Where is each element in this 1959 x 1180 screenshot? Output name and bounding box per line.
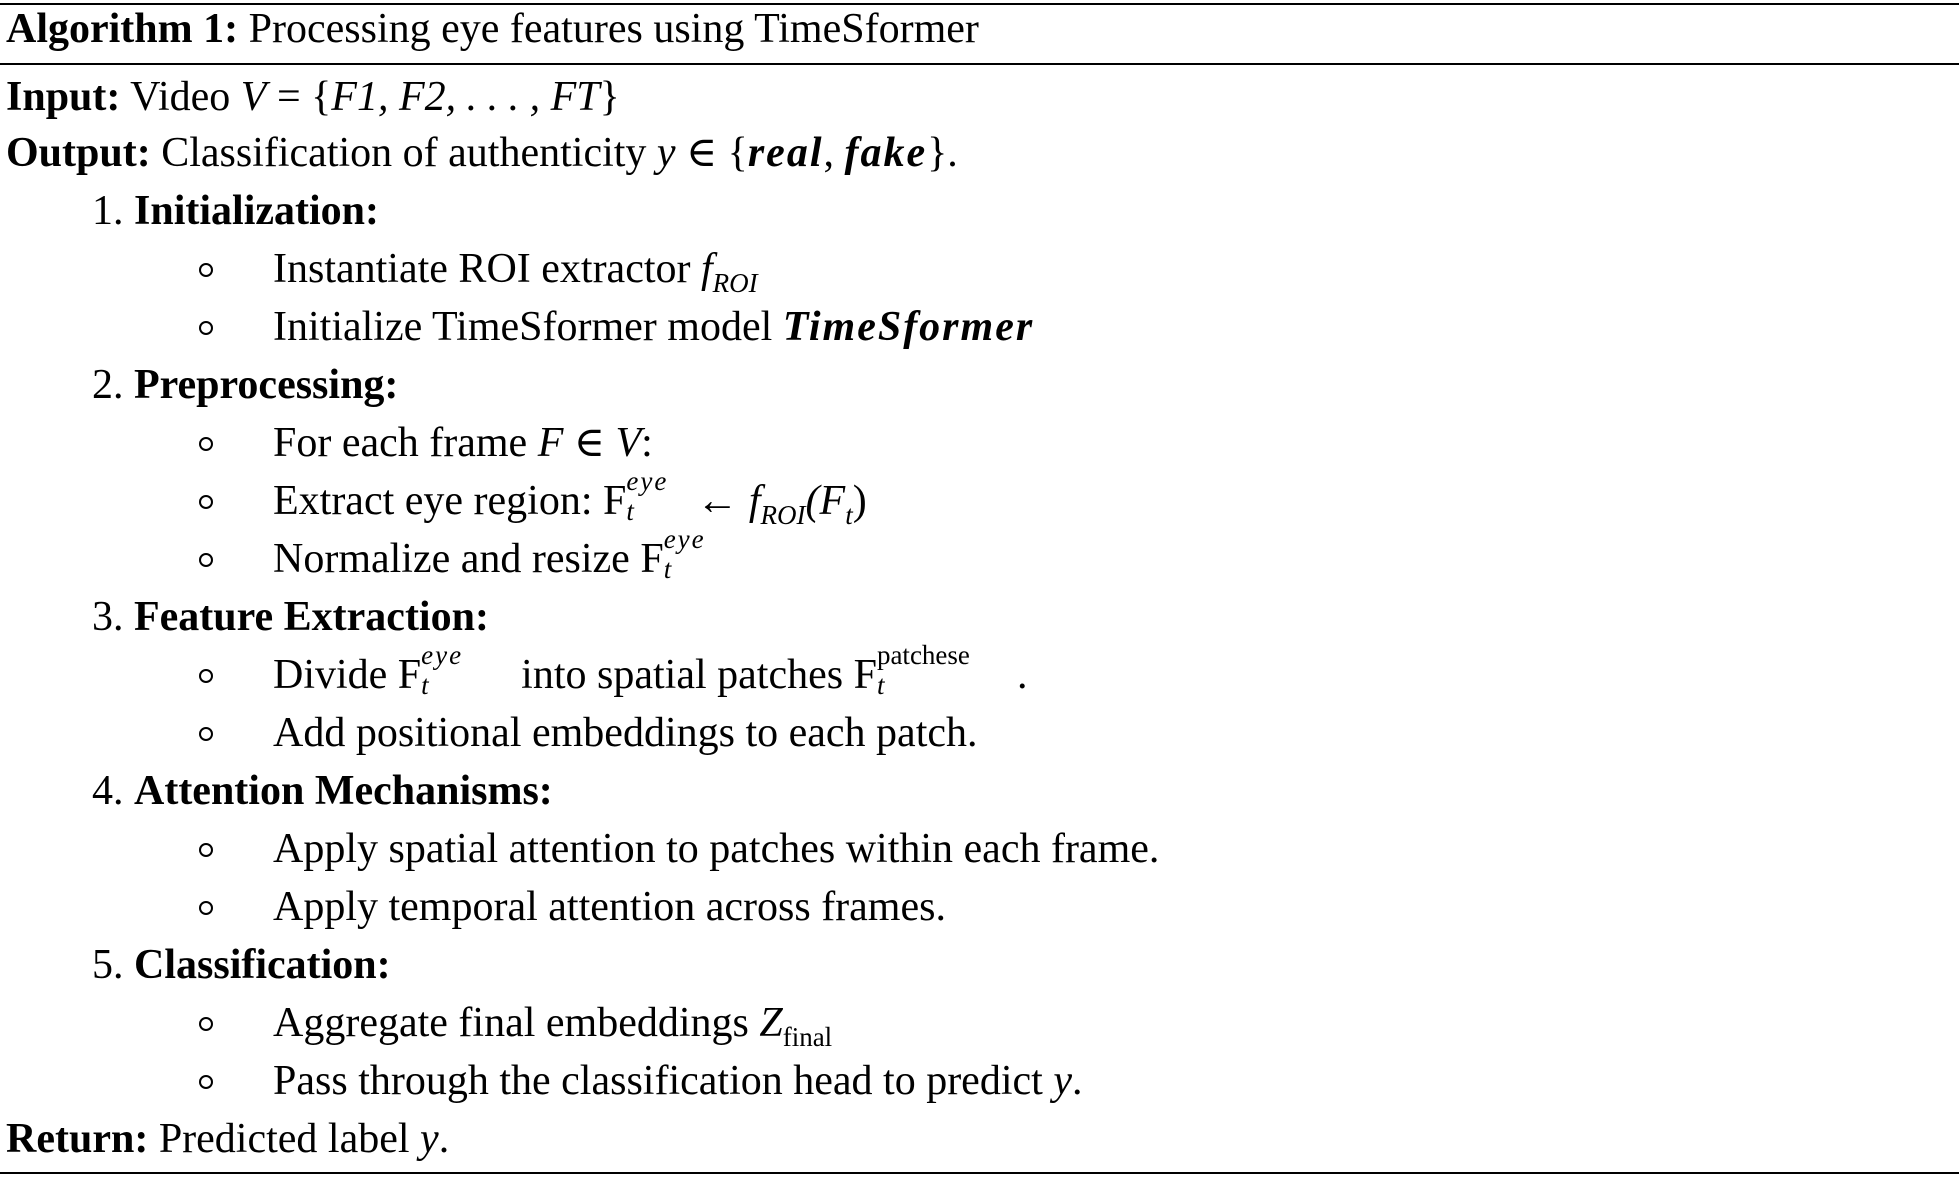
input-label: Input:	[6, 74, 121, 120]
output-text: Classification of authenticity	[161, 130, 647, 176]
math-z: Z	[759, 1000, 783, 1046]
bullet-icon	[199, 553, 213, 567]
step-title: Attention Mechanisms:	[134, 768, 553, 814]
bullet-icon	[199, 1017, 213, 1031]
return-text: Predicted label	[148, 1116, 421, 1162]
item-text: into spatial patches F	[521, 652, 877, 698]
step-title: Classification:	[134, 942, 391, 988]
item-text: Apply temporal attention across frames.	[273, 884, 946, 930]
output-line: Output: Classification of authenticity y…	[6, 128, 958, 178]
bullet-icon	[199, 669, 213, 683]
algorithm-label: Algorithm 1:	[6, 6, 239, 52]
item-text: Initialize TimeSformer model	[273, 304, 783, 350]
item-text: Add positional embeddings to each patch.	[273, 710, 978, 756]
step-title: Feature Extraction:	[134, 594, 489, 640]
step-number: 2.	[92, 362, 124, 408]
step-5-item-1: Aggregate final embeddings Zfinal	[273, 998, 832, 1051]
output-fake: fake	[844, 130, 928, 176]
item-text: Normalize and resize F	[273, 536, 664, 582]
step-2-heading: 2. Preprocessing:	[92, 360, 398, 410]
step-2-item-1: For each frame F ∈ V:	[273, 418, 653, 468]
return-line: Return: Predicted label y.	[6, 1114, 449, 1164]
step-3-item-2: Add positional embeddings to each patch.	[273, 708, 978, 758]
math-v: V	[615, 420, 642, 466]
bottom-rule	[0, 1172, 1959, 1174]
step-1-heading: 1. Initialization:	[92, 186, 379, 236]
top-rule	[0, 3, 1959, 5]
step-title: Initialization:	[134, 188, 380, 234]
output-label: Output:	[6, 130, 151, 176]
math-sub: ROI	[760, 500, 806, 530]
item-text: Divide F	[273, 652, 422, 698]
item-text: Apply spatial attention to patches withi…	[273, 826, 1160, 872]
input-eq: = {	[266, 74, 332, 120]
output-member: ∈ {	[675, 130, 748, 176]
item-text: Instantiate ROI extractor	[273, 246, 701, 292]
step-1-item-2: Initialize TimeSformer model TimeSformer	[273, 302, 1034, 352]
output-real: real	[747, 130, 824, 176]
math-y: y	[1053, 1058, 1072, 1104]
bullet-icon	[199, 321, 213, 335]
math-sub: ROI	[712, 268, 758, 298]
item-text: Extract eye region: F	[273, 478, 627, 524]
step-5-heading: 5. Classification:	[92, 940, 391, 990]
bullet-icon	[199, 843, 213, 857]
math-f: f	[701, 246, 713, 292]
header-rule	[0, 63, 1959, 65]
step-number: 1.	[92, 188, 124, 234]
math-arg: (F	[805, 478, 846, 524]
math-model: TimeSformer	[782, 304, 1035, 350]
step-number: 4.	[92, 768, 124, 814]
item-post: .	[1016, 652, 1028, 698]
item-text: Aggregate final embeddings	[273, 1000, 760, 1046]
math-close: )	[852, 478, 867, 524]
step-3-heading: 3. Feature Extraction:	[92, 592, 489, 642]
math-in: ∈	[563, 420, 616, 466]
step-1-item-1: Instantiate ROI extractor fROI	[273, 244, 758, 297]
input-close: }	[599, 74, 620, 120]
item-post: .	[1071, 1058, 1083, 1104]
step-4-item-2: Apply temporal attention across frames.	[273, 882, 946, 932]
step-title: Preprocessing:	[134, 362, 399, 408]
algorithm-header: Algorithm 1: Processing eye features usi…	[6, 4, 979, 54]
item-text: For each frame	[273, 420, 538, 466]
bullet-icon	[199, 1075, 213, 1089]
bullet-icon	[199, 495, 213, 509]
math-f: f	[748, 478, 761, 524]
return-var: y	[420, 1116, 439, 1162]
bullet-icon	[199, 901, 213, 915]
step-number: 3.	[92, 594, 124, 640]
input-text: Video	[130, 74, 231, 120]
arrow: ←	[696, 478, 749, 524]
math-sub: t	[845, 500, 853, 530]
input-line: Input: Video V = {F1, F2, . . . , FT}	[6, 72, 620, 122]
return-post: .	[438, 1116, 450, 1162]
bullet-icon	[199, 727, 213, 741]
step-4-item-1: Apply spatial attention to patches withi…	[273, 824, 1159, 874]
algorithm-title: Processing eye features using TimeSforme…	[248, 6, 979, 52]
bullet-icon	[199, 263, 213, 277]
input-frames: F1, F2, . . . , FT	[331, 74, 600, 120]
step-5-item-2: Pass through the classification head to …	[273, 1056, 1082, 1106]
math-sub: final	[782, 1022, 833, 1052]
output-var: y	[656, 130, 676, 176]
return-label: Return:	[6, 1116, 149, 1162]
input-var: V	[240, 74, 267, 120]
output-close: }.	[927, 130, 958, 176]
step-4-heading: 4. Attention Mechanisms:	[92, 766, 553, 816]
step-number: 5.	[92, 942, 124, 988]
math-f: F	[537, 420, 564, 466]
bullet-icon	[199, 437, 213, 451]
item-post: :	[641, 420, 653, 466]
item-text: Pass through the classification head to …	[273, 1058, 1054, 1104]
output-comma: ,	[823, 130, 845, 176]
